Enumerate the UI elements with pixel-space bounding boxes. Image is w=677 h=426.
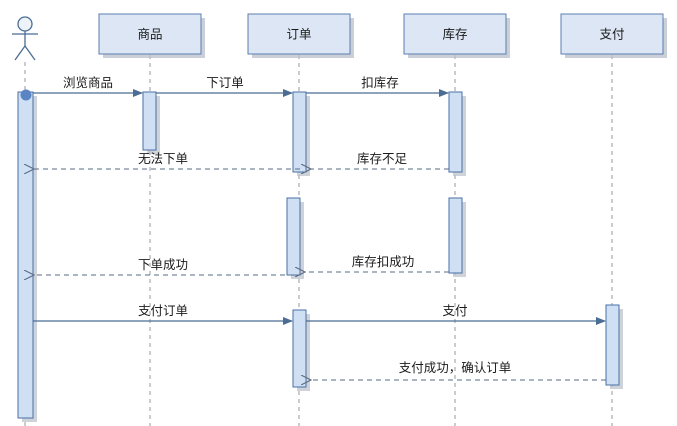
message-start-dot [20, 89, 32, 101]
lifelines [24, 55, 613, 426]
activation-order-2[interactable] [286, 197, 304, 279]
actor-leg-right-icon [24, 45, 36, 61]
message-label: 库存不足 [357, 151, 408, 166]
activation-actor[interactable] [17, 91, 37, 422]
message-label: 下订单 [206, 76, 244, 90]
activation-product-1[interactable] [142, 91, 160, 154]
message-stock-insufficient[interactable]: 库存不足 [311, 151, 449, 169]
activation-body [292, 309, 307, 388]
box-body [560, 13, 664, 55]
participant-label-stock: 库存 [442, 26, 467, 41]
message-label: 支付订单 [138, 304, 188, 318]
participant-boxes: 商品 订单 库存 支付 [98, 13, 667, 58]
activation-body [448, 197, 463, 274]
participant-box-order[interactable]: 订单 [247, 13, 354, 58]
message-label: 支付成功，确认订单 [399, 361, 512, 375]
message-label: 无法下单 [138, 152, 188, 166]
message-order-success[interactable]: 下单成功 [34, 258, 294, 275]
message-place-order[interactable]: 下订单 [156, 76, 293, 97]
actor-leg-left-icon [14, 45, 26, 61]
participant-label-payment: 支付 [599, 27, 624, 41]
activation-body [142, 91, 157, 151]
messages: 浏览商品 下订单 扣库存 库存不足 无法下单 [33, 75, 606, 380]
participant-box-product[interactable]: 商品 [98, 13, 205, 58]
message-stock-deducted[interactable]: 库存扣成功 [305, 254, 449, 272]
message-label: 下单成功 [138, 258, 188, 272]
actor-figure[interactable] [12, 16, 38, 61]
activation-order-1[interactable] [292, 91, 310, 176]
participant-label-order: 订单 [286, 27, 311, 41]
activation-body [292, 91, 307, 173]
message-pay-success-confirm[interactable]: 支付成功，确认订单 [311, 361, 606, 380]
participant-box-stock[interactable]: 库存 [403, 13, 510, 58]
activation-body [286, 197, 301, 276]
message-label: 浏览商品 [63, 75, 113, 90]
activation-stock-2[interactable] [448, 197, 466, 277]
activation-body [17, 91, 34, 419]
activation-bars [17, 91, 623, 422]
message-order-failed[interactable]: 无法下单 [34, 152, 300, 169]
message-pay-order[interactable]: 支付订单 [33, 304, 293, 325]
activation-order-3[interactable] [292, 309, 310, 391]
message-label: 库存扣成功 [352, 254, 415, 269]
activation-body [448, 91, 463, 173]
box-body [98, 13, 202, 55]
activation-stock-1[interactable] [448, 91, 466, 176]
participant-box-payment[interactable]: 支付 [560, 13, 667, 58]
message-deduct-stock[interactable]: 扣库存 [306, 75, 449, 97]
box-body [247, 13, 351, 55]
message-label: 支付 [442, 304, 467, 318]
message-browse-product[interactable]: 浏览商品 [33, 75, 143, 97]
participant-label-product: 商品 [137, 26, 162, 41]
box-body [403, 13, 507, 55]
message-label: 扣库存 [361, 75, 399, 90]
actor-head-icon [17, 16, 33, 32]
activation-payment-1[interactable] [605, 304, 623, 389]
message-pay[interactable]: 支付 [306, 304, 606, 325]
activation-body [605, 304, 620, 386]
